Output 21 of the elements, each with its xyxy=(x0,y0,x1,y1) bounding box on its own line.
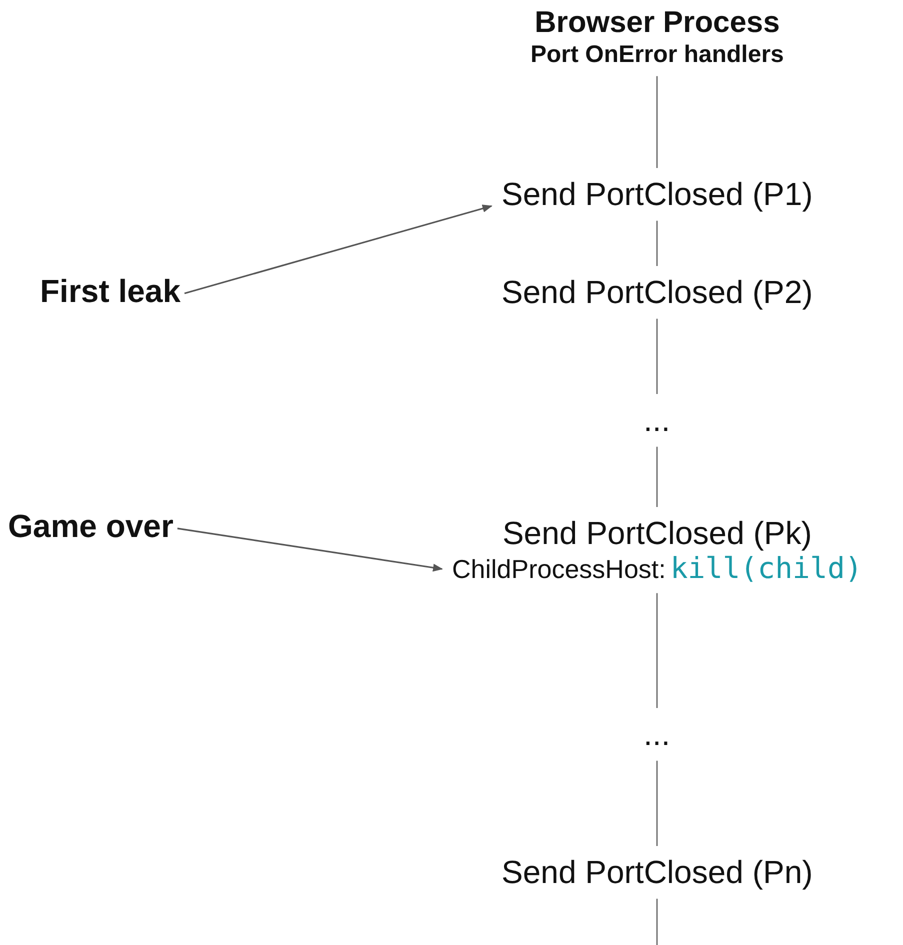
message-label: Send PortClosed (Pk) xyxy=(501,515,813,552)
message-label: Send PortClosed (P2) xyxy=(502,274,813,311)
diagram-heading: Browser Process xyxy=(534,6,781,40)
timeline-line xyxy=(656,898,658,945)
diagram-subheading: Port OnError handlers xyxy=(530,40,784,68)
timeline-line xyxy=(656,760,658,846)
ellipsis-label: ... xyxy=(644,716,670,753)
arrow xyxy=(184,204,492,294)
ellipsis-label: ... xyxy=(644,402,670,439)
code-label: kill(child) xyxy=(670,550,862,585)
timeline-line xyxy=(656,76,658,168)
host-label: ChildProcessHost: xyxy=(452,554,666,584)
timeline-line xyxy=(656,446,658,508)
message-label: Send PortClosed (P1) xyxy=(502,176,813,213)
timeline-line xyxy=(656,220,658,266)
message-label: Send PortClosed (Pn) xyxy=(502,854,813,891)
annotation-label: First leak xyxy=(40,273,181,310)
arrow xyxy=(177,528,443,572)
timeline-line xyxy=(656,318,658,394)
annotation-label: Game over xyxy=(8,508,174,545)
timeline-line xyxy=(656,592,658,708)
